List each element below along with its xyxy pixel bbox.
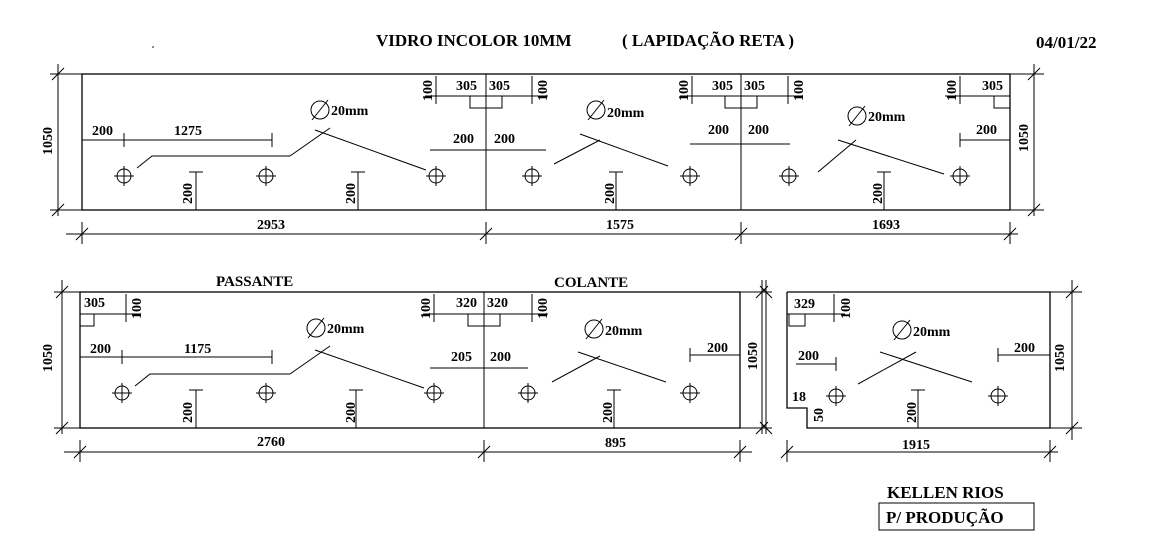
top-height-right: 1050 xyxy=(1017,124,1032,152)
bottom-left-panel: PASSANTE COLANTE 1050 1050 2760 895 305 … xyxy=(41,274,772,462)
top-width-1: 2953 xyxy=(257,218,285,233)
bottom-left-seg1-hole-label: 20mm xyxy=(327,322,365,337)
bottom-right-corner-w: 18 xyxy=(792,390,806,405)
bottom-right-edge-notch-width: 329 xyxy=(794,297,815,312)
top-joint1-notch-h-right: 100 xyxy=(536,80,551,101)
production-label: P/ PRODUÇÃO xyxy=(886,508,1004,527)
label-colante: COLANTE xyxy=(554,275,628,291)
top-seg1-hole-2 xyxy=(256,166,276,186)
bottom-left-joint-right-offset: 200 xyxy=(490,350,511,365)
bottom-right-hole-label: 20mm xyxy=(913,325,951,340)
bottom-left-seg1-v1: 200 xyxy=(181,402,196,423)
bottom-left-height-right: 1050 xyxy=(746,342,761,370)
bottom-left-seg1-left-offset: 200 xyxy=(90,342,111,357)
top-joint1-right-offset: 200 xyxy=(494,132,515,147)
top-joint2-left-offset: 200 xyxy=(708,123,729,138)
top-seg3-v1: 200 xyxy=(871,183,886,204)
client-name: KELLEN RIOS xyxy=(887,483,1004,502)
bottom-left-width-1: 2760 xyxy=(257,435,285,450)
top-seg3-right-offset: 200 xyxy=(976,123,997,138)
bottom-left-seg1-span: 1175 xyxy=(184,342,211,357)
top-seg3-diameter-icon xyxy=(847,106,867,126)
bottom-right-left-offset: 200 xyxy=(798,349,819,364)
top-seg3-hole-2 xyxy=(950,166,970,186)
drawing-title: VIDRO INCOLOR 10MM xyxy=(376,31,572,50)
top-seg1-v2: 200 xyxy=(344,183,359,204)
top-joint2-notch-h-left: 100 xyxy=(677,80,692,101)
top-panel-outline xyxy=(81,73,1011,211)
bottom-left-seg1-hole-2 xyxy=(256,383,276,403)
production-box xyxy=(878,502,1035,531)
top-seg2-diameter-icon xyxy=(586,100,606,120)
bottom-right-height: 1050 xyxy=(1053,344,1068,372)
top-width-2: 1575 xyxy=(606,218,634,233)
bottom-right-corner-h: 50 xyxy=(812,408,827,422)
top-edge-notch xyxy=(993,95,1011,109)
top-height-left: 1050 xyxy=(41,127,56,155)
bottom-left-seg2-hole-2 xyxy=(680,383,700,403)
top-seg2-v1: 200 xyxy=(603,183,618,204)
top-panel: 1050 1050 2953 1575 1693 200 1275 20mm xyxy=(41,64,1044,244)
bottom-left-width-2: 895 xyxy=(605,436,626,451)
bottom-right-right-offset: 200 xyxy=(1014,341,1035,356)
top-joint1-notch-h-left: 100 xyxy=(421,80,436,101)
bottom-right-hole-1 xyxy=(826,386,846,406)
top-width-3: 1693 xyxy=(872,218,900,233)
bottom-right-v1: 200 xyxy=(905,402,920,423)
top-seg2-hole-1 xyxy=(522,166,542,186)
top-joint2-notch-left: 305 xyxy=(712,79,733,94)
top-seg1-hole-3 xyxy=(426,166,446,186)
top-joint2-right-offset: 200 xyxy=(748,123,769,138)
bottom-left-seg2-hole-label: 20mm xyxy=(605,324,643,339)
top-joint1-notch-right: 305 xyxy=(489,79,510,94)
bottom-left-seg2-hole-1 xyxy=(518,383,538,403)
bottom-left-edge-notch-h: 100 xyxy=(130,298,145,319)
bottom-left-seg2-right-offset: 200 xyxy=(707,341,728,356)
bottom-left-joint-notch-right: 320 xyxy=(487,296,508,311)
bottom-left-seg1-v2: 200 xyxy=(344,402,359,423)
top-joint2-notch-right: 305 xyxy=(744,79,765,94)
top-seg3-hole-1 xyxy=(779,166,799,186)
bottom-right-panel: 1050 1915 329 100 200 200 20mm 200 18 50 xyxy=(759,280,1082,462)
top-edge-notch-width: 305 xyxy=(982,79,1003,94)
drawing-subtitle: ( LAPIDAÇÃO RETA ) xyxy=(622,31,794,50)
drawing-date: 04/01/22 xyxy=(1036,33,1096,52)
bottom-right-edge-notch xyxy=(788,313,806,327)
top-seg1-left-offset: 200 xyxy=(92,124,113,139)
bottom-left-edge-notch xyxy=(79,313,95,327)
top-seg1-diameter-icon xyxy=(310,100,330,120)
top-joint1-left-offset: 200 xyxy=(453,132,474,147)
top-seg1-hole-1 xyxy=(114,166,134,186)
bottom-left-seg2-diameter-icon xyxy=(584,319,604,339)
bottom-left-panel-outline xyxy=(79,291,741,429)
top-seg2-hole-2 xyxy=(680,166,700,186)
bottom-left-joint-notch-h-right: 100 xyxy=(536,298,551,319)
bottom-left-joint-notch-left: 320 xyxy=(456,296,477,311)
bottom-left-seg1-diameter-icon xyxy=(306,318,326,338)
top-joint2-notch-h-right: 100 xyxy=(792,80,807,101)
top-seg2-hole-label: 20mm xyxy=(607,106,645,121)
top-joint1-notch-left: 305 xyxy=(456,79,477,94)
bottom-right-diameter-icon xyxy=(892,320,912,340)
top-seg1-hole-label: 20mm xyxy=(331,104,369,119)
bottom-right-edge-notch-h: 100 xyxy=(839,298,854,319)
top-seg1-v1: 200 xyxy=(181,183,196,204)
bottom-right-hole-2 xyxy=(988,386,1008,406)
top-edge-notch-h1: 100 xyxy=(945,80,960,101)
bottom-left-seg1-hole-3 xyxy=(424,383,444,403)
bottom-left-edge-notch-width: 305 xyxy=(84,296,105,311)
bottom-right-width: 1915 xyxy=(902,438,930,453)
bottom-left-seg2-v1: 200 xyxy=(601,402,616,423)
top-seg1-span: 1275 xyxy=(174,124,202,139)
label-passante: PASSANTE xyxy=(216,274,293,290)
top-seg3-hole-label: 20mm xyxy=(868,110,906,125)
bottom-left-seg1-hole-1 xyxy=(112,383,132,403)
bottom-left-joint-left-offset: 205 xyxy=(451,350,472,365)
bottom-left-height-left: 1050 xyxy=(41,344,56,372)
bottom-left-joint-notch-h-left: 100 xyxy=(419,298,434,319)
